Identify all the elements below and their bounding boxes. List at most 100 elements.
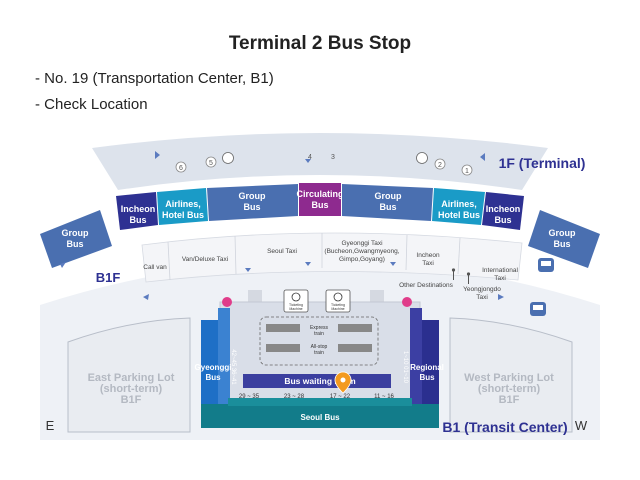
right-platform-numbers: 1~10 01~10 <box>402 351 408 384</box>
incheon-taxi-line2: Taxi <box>422 260 434 267</box>
gate-markers: 6 5 4 3 2 1 <box>175 152 473 176</box>
incheon-right-line2: Bus <box>494 215 511 225</box>
gate-6-label: 6 <box>179 165 183 172</box>
international-taxi-line1: International <box>482 267 518 274</box>
location-line-check: - Check Location <box>35 96 148 113</box>
platform-17-22: 17 ~ 22 <box>330 394 351 400</box>
east-parking-line2: (short-term) <box>100 383 163 395</box>
yeongjongdo-taxi-line1: Yeongjongdo <box>463 286 501 293</box>
airlines-left-line1: Airlines, <box>165 199 201 209</box>
east-parking-line3: B1F <box>121 394 142 406</box>
circulating-line2: Bus <box>311 200 328 210</box>
ticketing-machines: Ticketing Machine Ticketing Machine <box>283 289 351 313</box>
clock-icon <box>333 292 343 302</box>
taxi-pole-markers <box>451 268 471 284</box>
taxi-stand-band <box>141 232 523 283</box>
train-area <box>259 316 379 366</box>
car-icon-window <box>533 305 543 310</box>
left-platform-numbers: 42~45 36~41 <box>230 349 236 385</box>
location-line-number: - No. 19 (Transportation Center, B1) <box>35 70 274 87</box>
call-van-label: Call van <box>143 264 167 271</box>
bus-waiting-room <box>243 374 391 388</box>
regional-bus-line2: Bus <box>419 373 435 382</box>
bottom-platform-numbers: 29 ~ 35 23 ~ 28 17 ~ 22 11 ~ 16 <box>239 394 395 400</box>
west-parking-lot <box>449 317 573 433</box>
regional-platform <box>410 308 422 426</box>
floor-1f-label: 1F (Terminal) <box>499 155 586 171</box>
escalator-icon <box>266 324 300 332</box>
side-group-bus-zones: Group Bus Group Bus <box>40 210 600 268</box>
side-group-right-line2: Bus <box>553 239 570 249</box>
arrow-icon <box>305 262 311 266</box>
yeongjongdo-taxi-line2: Taxi <box>476 294 488 301</box>
arrow-icon <box>305 159 311 163</box>
arrow-icon <box>390 262 396 266</box>
group-bus-zone-far-right <box>528 210 600 268</box>
platform-11-16: 11 ~ 16 <box>374 394 394 400</box>
circulating-line1: Circulating <box>296 189 343 199</box>
gyeonggi-bus-line2: Bus <box>205 373 221 382</box>
gyeonggi-taxi-line1: Gyeonggi Taxi <box>341 240 382 247</box>
train-labels: Express train All-stop train <box>310 325 329 356</box>
platform-23-28: 23 ~ 28 <box>284 394 305 400</box>
gate-5-label: 5 <box>209 160 213 167</box>
location-pin-dot <box>340 377 346 383</box>
upper-bus-zones: Incheon Bus Airlines, Hotel Bus Group Bu… <box>116 183 524 230</box>
group-right-line2: Bus <box>379 202 396 212</box>
east-parking-line1: East Parking Lot <box>88 372 175 384</box>
escalators <box>266 324 372 352</box>
platform-29-35: 29 ~ 35 <box>239 394 260 400</box>
escalator-icon <box>222 152 234 164</box>
seoul-bus-platform <box>228 398 412 406</box>
allstop-train-line2: train <box>314 350 324 356</box>
west-parking-line2: (short-term) <box>478 383 541 395</box>
group-bus-zone-right <box>342 184 433 221</box>
airlines-right-line1: Airlines, <box>441 199 477 209</box>
gate-3-label: 3 <box>331 154 335 161</box>
taxi-labels: Call van Van/Deluxe Taxi Seoul Taxi Gyeo… <box>143 240 518 301</box>
group-bus-zone-far-left <box>40 210 112 268</box>
international-taxi-line2: Taxi <box>494 275 506 282</box>
parking-labels: East Parking Lot (short-term) B1F West P… <box>88 372 555 406</box>
express-train-line2: train <box>314 331 324 337</box>
taxi-stand-dividers <box>167 233 461 281</box>
arrow-icon <box>60 262 66 268</box>
group-bus-zone-left <box>207 184 298 221</box>
escalator-icon <box>338 344 372 352</box>
ticketing-left-line1: Ticketing <box>289 303 303 307</box>
compass-east: E <box>46 418 55 433</box>
incheon-left-line2: Bus <box>129 215 146 225</box>
ticket-marker-icon <box>402 297 412 307</box>
side-group-left-line1: Group <box>62 228 89 238</box>
arrow-icon <box>480 153 485 161</box>
gate-2-label: 2 <box>438 162 442 169</box>
west-parking-line1: West Parking Lot <box>464 372 554 384</box>
group-left-line1: Group <box>239 191 266 201</box>
ticket-marker-icon <box>222 297 232 307</box>
gyeonggi-taxi-line2: (Bucheon,Gwangmyeong, <box>324 248 399 255</box>
gyeonggi-platform <box>218 308 230 426</box>
gyeonggi-bus-line1: Gyeonggi <box>195 363 232 372</box>
van-deluxe-taxi-label: Van/Deluxe Taxi <box>182 256 228 263</box>
floor-b1f-label: B1F <box>96 270 121 285</box>
side-group-right-line1: Group <box>549 228 576 238</box>
seoul-taxi-label: Seoul Taxi <box>267 248 297 255</box>
ticketing-right-line2: Machine <box>331 307 344 311</box>
transit-labels: Gyeonggi Bus Regional Bus Seoul Bus <box>195 363 444 422</box>
east-parking-lot <box>67 317 191 433</box>
group-left-line2: Bus <box>243 202 260 212</box>
escalator-icon <box>416 152 428 164</box>
airlines-right-line2: Hotel Bus <box>438 210 480 220</box>
ticketing-right-line1: Ticketing <box>331 303 345 307</box>
arrow-icon <box>155 151 160 159</box>
compass-west: W <box>575 418 588 433</box>
terminal-1f-band <box>92 133 548 190</box>
bus-waiting-room-label: Bus waiting room <box>284 376 356 386</box>
escalator-icon <box>266 344 300 352</box>
incheon-taxi-line1: Incheon <box>416 252 440 259</box>
airlines-hotel-bus-zone-right <box>432 188 485 225</box>
regional-bus-line1: Regional <box>410 363 444 372</box>
side-group-left-line2: Bus <box>66 239 83 249</box>
floor-b1-label: B1 (Transit Center) <box>442 419 567 435</box>
